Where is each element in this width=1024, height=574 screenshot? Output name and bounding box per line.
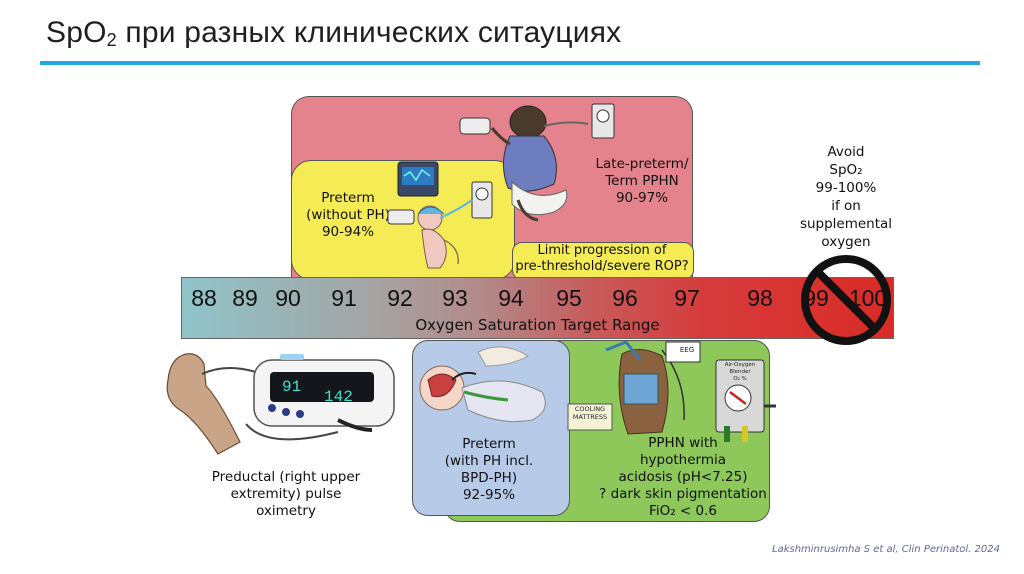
avoid-line: Avoid xyxy=(786,143,906,161)
cooling-text: COOLING xyxy=(568,405,612,413)
avoid-line: 99-100% xyxy=(786,179,906,197)
cooling-mattress-label: COOLING MATTRESS xyxy=(568,405,612,421)
group-line: 90-94% xyxy=(298,224,398,241)
blender-text: Air-Oxygen xyxy=(716,362,764,369)
tick-label: 89 xyxy=(232,285,258,312)
scale-axis-label: Oxygen Saturation Target Range xyxy=(182,316,893,334)
group-line: Preterm xyxy=(430,436,548,453)
preterm-no-ph-label: Preterm (without PH) 90-94% xyxy=(298,190,398,241)
tick-label: 88 xyxy=(191,285,217,312)
saturation-scale-bar: 88 89 90 91 92 93 94 95 96 97 98 99 100 … xyxy=(181,277,894,339)
citation: Lakshminrusimha S et al, Clin Perinatol.… xyxy=(772,544,1000,555)
title-prefix: SpO xyxy=(46,16,107,49)
group-line: Limit progression of xyxy=(512,243,692,259)
pulse-oximeter-illustration xyxy=(158,350,403,460)
tick-label: 92 xyxy=(387,285,413,312)
mattress-text: MATTRESS xyxy=(568,413,612,421)
preterm-ph-baby-illustration xyxy=(412,340,568,436)
oximeter-reading-spo2: 91 xyxy=(282,378,301,396)
title-subscript: 2 xyxy=(107,30,117,50)
title-suffix: при разных клинических ситауциях xyxy=(117,16,622,49)
group-line: pre-threshold/severe ROP? xyxy=(512,259,692,275)
group-line: (with PH incl. xyxy=(430,453,548,470)
avoid-line: supplemental xyxy=(786,215,906,233)
tick-label: 93 xyxy=(442,285,468,312)
prohibition-icon xyxy=(800,254,892,346)
group-line: (without PH) xyxy=(298,207,398,224)
group-line: ? dark skin pigmentation xyxy=(586,486,780,503)
tick-label: 90 xyxy=(275,285,301,312)
blender-text: Blender xyxy=(716,369,764,376)
blender-label: Air-Oxygen Blender O₂ % xyxy=(716,362,764,383)
title-underline xyxy=(40,61,980,65)
group-line: Preductal (right upper xyxy=(196,469,376,486)
group-line: BPD-PH) xyxy=(430,470,548,487)
tick-label: 97 xyxy=(674,285,700,312)
preductal-label: Preductal (right upper extremity) pulse … xyxy=(196,469,376,520)
tick-label: 91 xyxy=(331,285,357,312)
tick-label: 96 xyxy=(612,285,638,312)
eeg-label: EEG xyxy=(670,346,704,354)
tick-label: 95 xyxy=(556,285,582,312)
tick-label: 94 xyxy=(498,285,524,312)
avoid-line: oxygen xyxy=(786,233,906,251)
group-line: acidosis (pH<7.25) xyxy=(586,469,780,486)
oximeter-reading-hr: 142 xyxy=(324,388,353,406)
group-line: oximetry xyxy=(196,503,376,520)
rop-label: Limit progression of pre-threshold/sever… xyxy=(512,243,692,275)
page-title: SpO2 при разных клинических ситауциях xyxy=(46,16,621,51)
group-line: Preterm xyxy=(298,190,398,207)
pphn-baby-illustration xyxy=(566,340,776,446)
late-preterm-baby-illustration xyxy=(458,100,618,224)
preterm-ph-label: Preterm (with PH incl. BPD-PH) 92-95% xyxy=(430,436,548,504)
group-line: 92-95% xyxy=(430,487,548,504)
avoid-note: Avoid SpO₂ 99-100% if on supplemental ox… xyxy=(786,143,906,251)
group-line: extremity) pulse xyxy=(196,486,376,503)
group-line: FiO₂ < 0.6 xyxy=(586,503,780,520)
tick-label: 98 xyxy=(747,285,773,312)
blender-text: O₂ % xyxy=(716,376,764,383)
avoid-line: SpO₂ xyxy=(786,161,906,179)
avoid-line: if on xyxy=(786,197,906,215)
pphn-hypothermia-label: PPHN with hypothermia acidosis (pH<7.25)… xyxy=(586,435,780,520)
group-line: hypothermia xyxy=(586,452,780,469)
